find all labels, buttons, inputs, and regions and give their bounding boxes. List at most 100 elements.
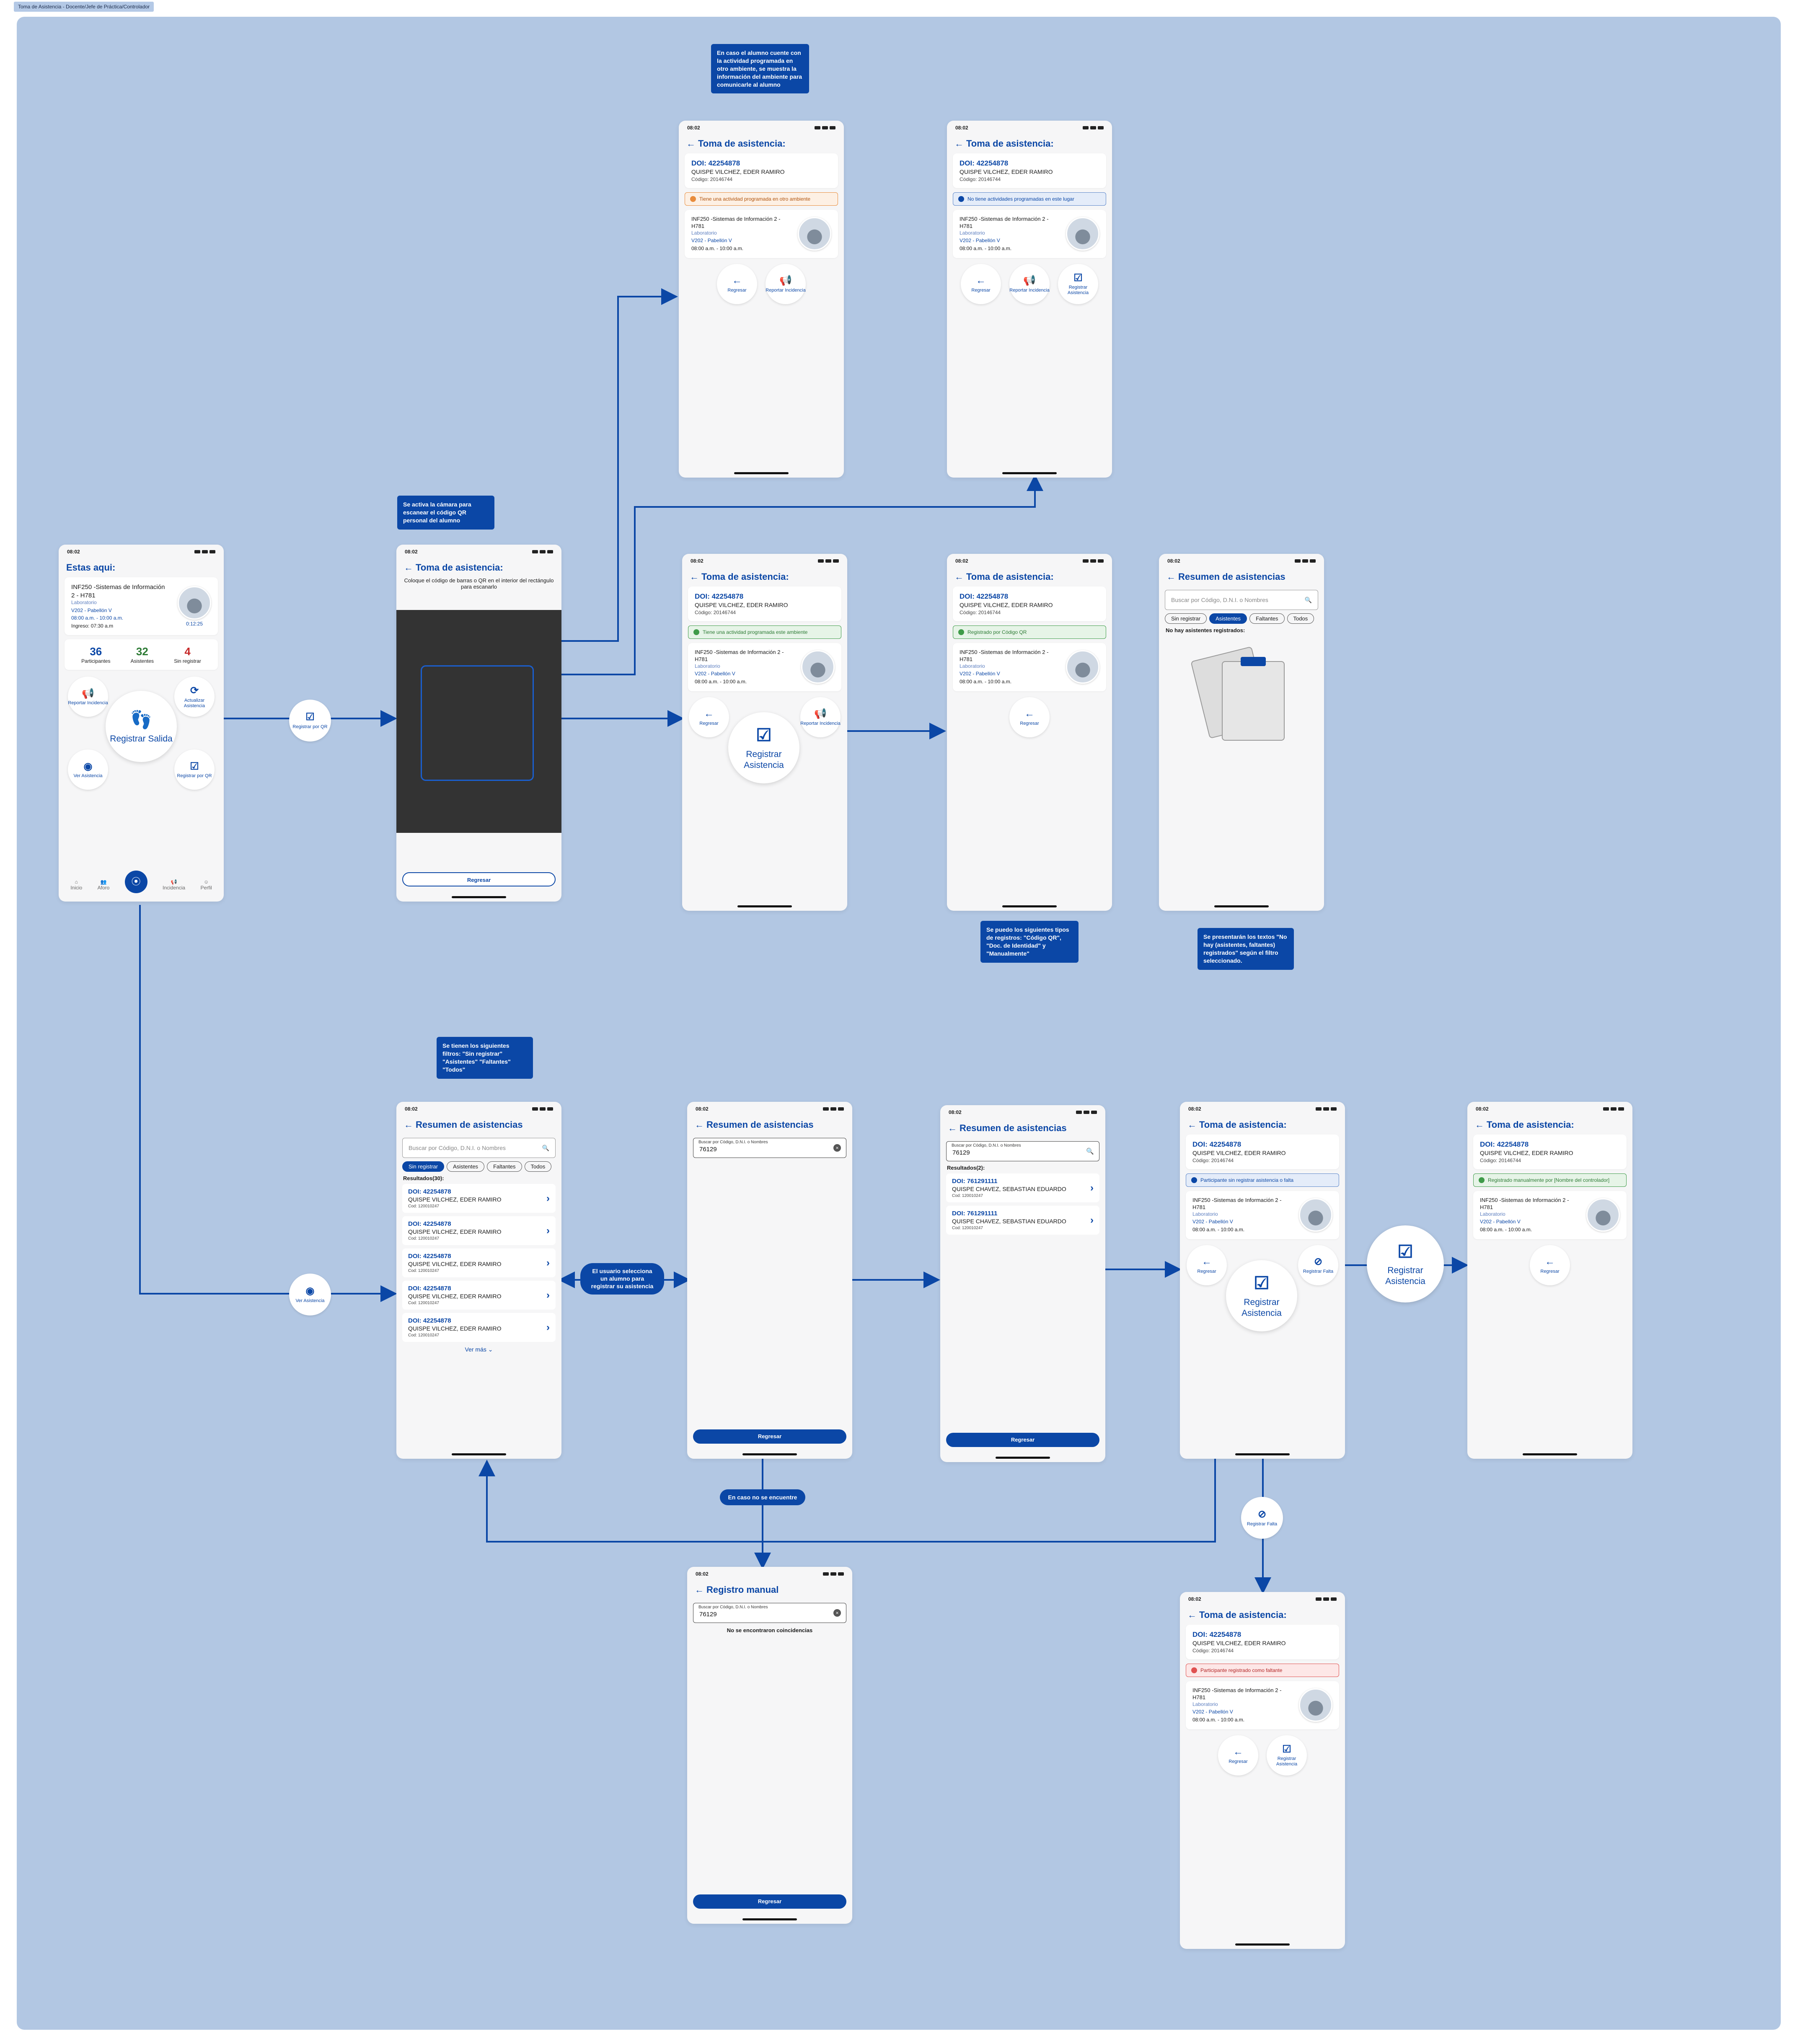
button-label: Reportar Incidencia [68,700,108,706]
nav-incident[interactable]: 📢Incidencia [163,879,186,891]
see-more-link[interactable]: Ver más ⌄ [465,1346,493,1353]
note-register-types: Se puedo los siguientes tipos de registr… [980,921,1079,963]
checklist-icon: ☑ [1282,1743,1291,1755]
register-attendance-connector[interactable]: ☑Registrar Asistencia [1367,1225,1444,1302]
register-attendance-button[interactable]: ☑Registrar Asistencia [1267,1735,1307,1775]
back-arrow-icon[interactable]: ← [690,571,699,582]
camera-view [396,610,561,833]
back-button[interactable]: ←Regresar [1187,1245,1227,1285]
filter-chip[interactable]: Todos [1287,613,1314,624]
back-button[interactable]: Regresar [946,1433,1099,1447]
nav-profile[interactable]: ☺Perfil [200,879,212,891]
back-button[interactable]: ←Regresar [717,264,757,304]
report-incident-button[interactable]: 📢Reportar Incidencia [68,677,108,717]
filter-chip[interactable]: Asistentes [1209,613,1247,624]
register-attendance-button[interactable]: ☑Registrar Asistencia [1226,1260,1297,1331]
back-button[interactable]: ←Regresar [961,264,1001,304]
clear-icon[interactable]: × [833,1609,841,1617]
location-icon [1191,1177,1197,1183]
filter-chip[interactable]: Sin registrar [1165,613,1207,624]
button-label: Registrar Asistencia [1276,1756,1298,1767]
alert-no-activity: No tiene actividades programadas en este… [953,192,1106,206]
register-attendance-button[interactable]: ☑Registrar Asistencia [1058,264,1098,304]
search-input[interactable]: Buscar por Código, D.N.I. o Nombres🔍 [402,1138,556,1158]
update-attendance-button[interactable]: ⟳Actualizar Asistencia [174,677,215,717]
screen-no-activity: 08:02 ←Toma de asistencia: DOI: 42254878… [947,121,1112,478]
page-title: ←Toma de asistencia: [1180,1116,1345,1134]
row-doi: DOI: 42254878 [408,1317,451,1324]
back-button[interactable]: ←Regresar [689,697,729,737]
back-arrow-icon[interactable]: ← [1187,1119,1197,1130]
back-button[interactable]: Regresar [693,1429,846,1444]
register-qr-connector[interactable]: ☑Registrar por QR [289,700,331,742]
filter-chip[interactable]: Sin registrar [402,1161,445,1172]
button-label: Reportar Incidencia [800,721,841,726]
back-arrow-icon[interactable]: ← [954,138,964,149]
register-absence-connector[interactable]: ⊘Registrar Falta [1241,1497,1283,1539]
student-code: Código: 20146744 [1480,1158,1521,1163]
register-absence-button[interactable]: ⊘Registrar Falta [1298,1245,1338,1285]
back-arrow-icon[interactable]: ← [404,562,413,573]
chevron-right-icon: › [1090,1182,1094,1194]
report-incident-button[interactable]: 📢Reportar Incidencia [1009,264,1050,304]
status-time: 08:02 [687,125,700,131]
register-attendance-button[interactable]: ☑Registrar Asistencia [728,712,799,783]
row-code: Cod: 120010247 [408,1333,439,1338]
back-button[interactable]: Regresar [693,1894,846,1909]
filter-chip[interactable]: Faltantes [1249,613,1285,624]
back-arrow-icon[interactable]: ← [948,1123,957,1133]
report-incident-button[interactable]: 📢Reportar Incidencia [766,264,806,304]
room-type: Laboratorio [960,230,985,236]
back-button[interactable]: Regresar [402,872,556,886]
register-qr-button[interactable]: ☑Registrar por QR [174,749,215,790]
title-text: Toma de asistencia: [416,562,503,573]
view-attendance-connector[interactable]: ◉Ver Asistencia [289,1274,331,1315]
view-attendance-button[interactable]: ◉Ver Asistencia [68,749,108,790]
back-arrow-icon[interactable]: ← [1475,1119,1484,1130]
back-arrow-icon[interactable]: ← [404,1119,413,1130]
search-icon: 🔍 [542,1144,549,1151]
search-input[interactable]: Buscar por Código, D.N.I. o Nombres🔍 [1165,590,1318,610]
nav-location[interactable]: ⦿ [124,871,147,893]
filter-chip[interactable]: Faltantes [487,1161,522,1172]
room: V202 - Pabellón V [691,238,732,244]
chevron-right-icon: › [546,1225,550,1236]
clear-icon[interactable]: × [833,1144,841,1152]
back-button[interactable]: ←Regresar [1218,1735,1258,1775]
back-arrow-icon: ← [976,274,986,286]
building-image [801,650,835,684]
nav-capacity[interactable]: 👥Aforo [97,879,110,891]
course-card[interactable]: INF250 -Sistemas de Información 2 - H781… [65,577,218,636]
note-filters: Se tienen los siguientes filtros: "Sin r… [437,1037,533,1079]
back-arrow-icon[interactable]: ← [695,1584,704,1595]
no-results-text: No se encontraron coincidencias [727,1627,813,1633]
back-button[interactable]: ←Regresar [1009,697,1050,737]
screen-this-env: 08:02 ←Toma de asistencia: DOI: 42254878… [682,554,847,911]
nav-home[interactable]: ⌂Inicio [70,879,83,891]
back-arrow-icon[interactable]: ← [954,571,964,582]
register-exit-button[interactable]: 👣Registrar Salida [106,691,177,762]
back-arrow-icon[interactable]: ← [1187,1610,1197,1620]
filter-chip[interactable]: Asistentes [447,1161,485,1172]
alert-text: Tiene una actividad programada en otro a… [699,196,811,202]
back-arrow-icon[interactable]: ← [695,1119,704,1130]
report-incident-button[interactable]: 📢Reportar Incidencia [800,697,841,737]
search-label: Buscar por Código, D.N.I. o Nombres [952,1143,1021,1148]
filter-chip[interactable]: Todos [524,1161,552,1172]
check-icon [958,629,964,635]
back-arrow-icon[interactable]: ← [686,138,696,149]
alert-text: Registrado manualmente por [Nombre del c… [1488,1177,1610,1183]
back-button[interactable]: ←Regresar [1530,1245,1570,1285]
back-arrow-icon[interactable]: ← [1166,571,1176,582]
